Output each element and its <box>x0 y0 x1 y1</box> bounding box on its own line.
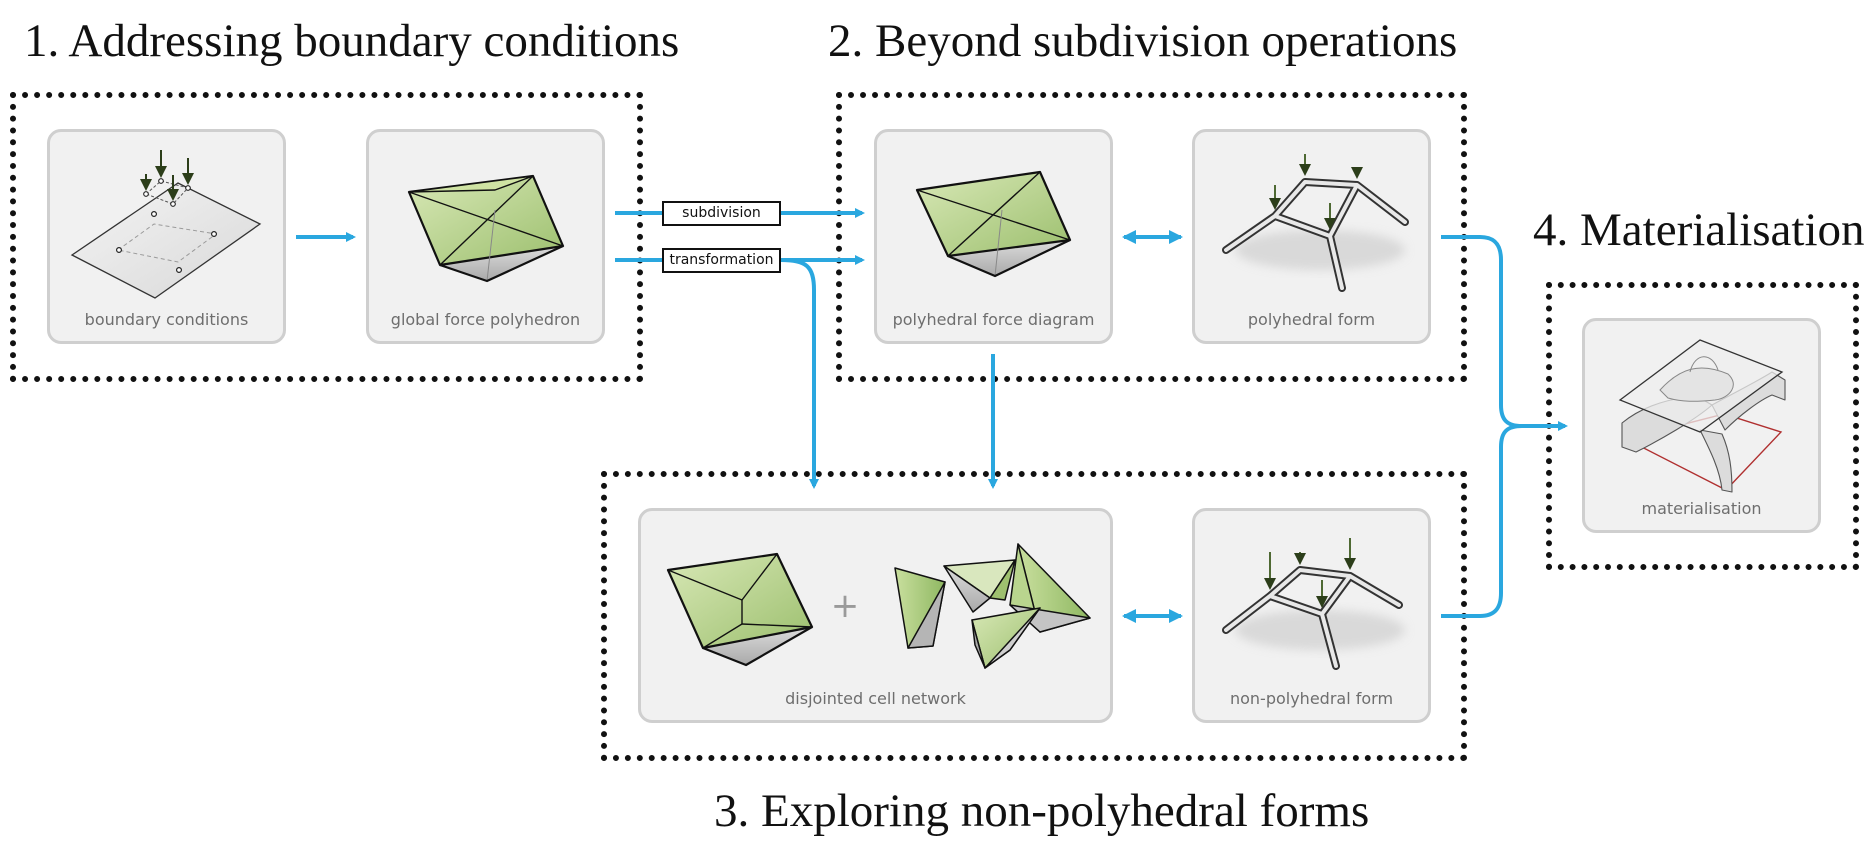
panel-label: non-polyhedral form <box>1229 689 1394 708</box>
force-diagram-illustration <box>915 170 1072 278</box>
panel-label: boundary conditions <box>84 310 249 329</box>
flow-arrows <box>296 213 1568 623</box>
section-frame-1 <box>10 92 643 382</box>
plus-sign: + <box>831 586 860 626</box>
panel-non-polyhedral-form: non-polyhedral form <box>1192 508 1431 723</box>
global-polyhedron-illustration <box>407 174 565 283</box>
panel-label: disjointed cell network <box>785 689 966 708</box>
panel-label: polyhedral force diagram <box>892 310 1095 329</box>
boundary-plane-illustration <box>70 150 262 299</box>
section-title-1: 1. Addressing boundary conditions <box>24 15 680 67</box>
section-title-2: 2. Beyond subdivision operations <box>828 15 1458 67</box>
section-title-4: 4. Materialisation <box>1533 204 1865 256</box>
arrow-transformation-down <box>780 258 819 489</box>
cell-network-exploded-cells <box>894 543 1091 669</box>
panel-label: polyhedral form <box>1247 310 1376 329</box>
subdivision-tag: subdivision <box>662 201 781 226</box>
arrow-merge-top <box>1441 235 1568 431</box>
materialisation-illustration <box>1618 339 1786 493</box>
arrow-merge-bottom <box>1441 424 1523 618</box>
cell-network-left-polyhedron <box>666 552 814 667</box>
panel-label: materialisation <box>1641 499 1762 518</box>
non-polyhedral-form-illustration <box>1222 538 1405 670</box>
section-title-3: 3. Exploring non-polyhedral forms <box>714 785 1370 837</box>
polyhedral-form-illustration <box>1222 154 1409 292</box>
panel-label: global force polyhedron <box>390 310 581 329</box>
transformation-tag: transformation <box>662 248 781 273</box>
